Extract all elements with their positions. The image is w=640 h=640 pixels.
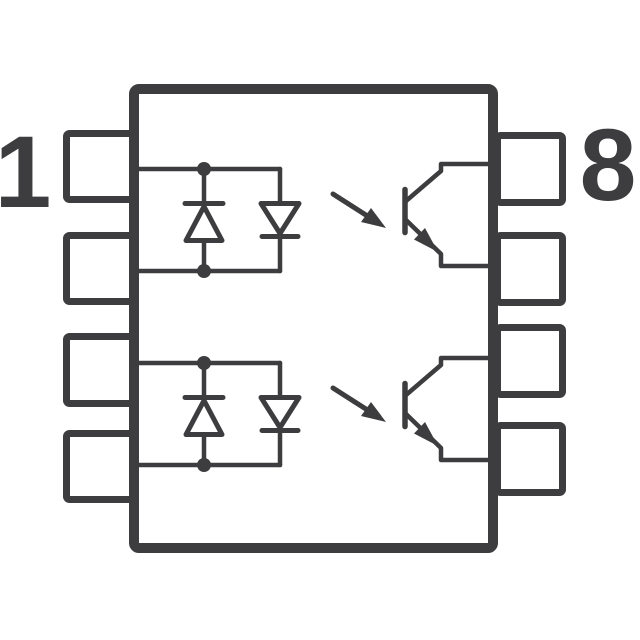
- diode-up-icon: [183, 398, 225, 437]
- pin-box-3-icon: [63, 333, 137, 407]
- pin-box-4-icon: [63, 430, 137, 503]
- pin-box-8-icon: [494, 132, 566, 206]
- right-pin-boxes: [494, 132, 566, 496]
- channel-1-light-arrow-icon: [330, 191, 386, 228]
- pin-1-label: 1: [0, 115, 51, 229]
- channel-2-light-arrow-icon: [330, 385, 386, 422]
- junction-dot-icon: [197, 264, 211, 278]
- pin-box-6-icon: [494, 324, 566, 398]
- pin-box-2-icon: [63, 232, 137, 305]
- emitter-wire: [403, 411, 494, 463]
- junction-dot-icon: [197, 162, 211, 176]
- diode-down-icon: [258, 395, 302, 430]
- package-outline-icon: [129, 84, 498, 553]
- channel-2: [133, 355, 494, 472]
- channel-1-phototransistor-icon: [402, 161, 494, 269]
- channel-1-led-pair-icon: [133, 162, 302, 278]
- channel-1: [133, 161, 494, 278]
- emitter-arrow-icon: [414, 422, 438, 446]
- channel-2-phototransistor-icon: [402, 355, 494, 463]
- collector-wire: [403, 355, 494, 398]
- diode-up-icon: [183, 204, 225, 243]
- left-pin-boxes: [63, 130, 137, 503]
- junction-dot-icon: [197, 458, 211, 472]
- channel-2-led-pair-icon: [133, 356, 302, 472]
- pin-box-1-icon: [63, 130, 137, 203]
- collector-wire: [403, 161, 494, 204]
- junction-dot-icon: [197, 356, 211, 370]
- emitter-arrow-icon: [414, 228, 438, 252]
- emitter-wire: [403, 217, 494, 269]
- pin-box-5-icon: [494, 422, 566, 496]
- pin-8-label: 8: [580, 108, 637, 222]
- diode-down-icon: [258, 201, 302, 236]
- pin-box-7-icon: [494, 232, 566, 306]
